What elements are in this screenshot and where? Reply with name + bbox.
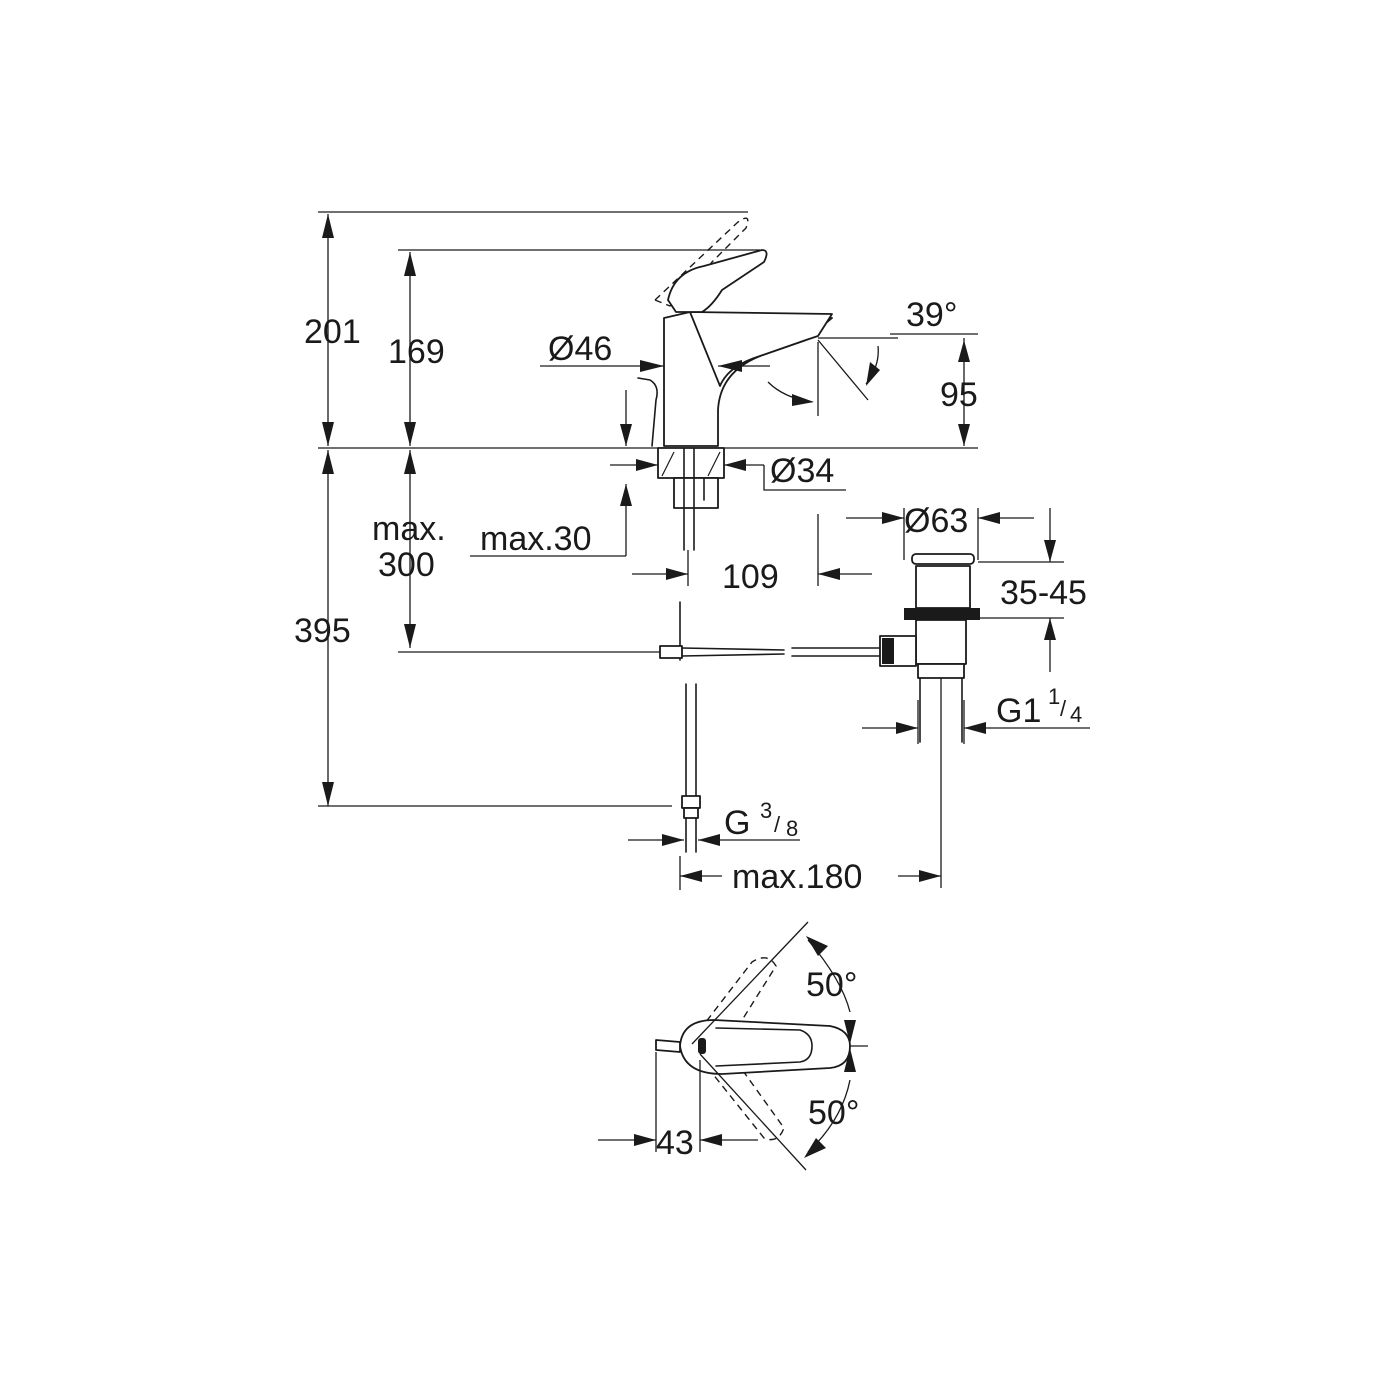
label-max: max. [372, 510, 446, 548]
label-g114-num: 1 [1048, 684, 1060, 709]
top-view [655, 957, 868, 1152]
supply-hose [681, 683, 701, 853]
tap-handle [667, 249, 768, 313]
label-50deg-upper: 50° [806, 966, 857, 1004]
top-handle-dashed-upper [690, 957, 777, 1053]
mounting-assembly [657, 447, 725, 551]
label-395: 395 [294, 612, 351, 650]
dim-hose-thread: G 3 / 8 [628, 798, 800, 846]
dim-total-height: 201 [304, 214, 361, 446]
dim-waste-diameter: Ø63 [846, 502, 1034, 560]
top-tap-indicator [698, 1038, 706, 1054]
dim-rotation-lower: 50° [699, 1048, 859, 1171]
dim-waste-range: 35-45 [978, 508, 1087, 672]
dim-waste-thread: G1 1 / 4 [862, 684, 1090, 744]
dim-max-depth: max. 300 [372, 450, 446, 648]
label-d63: Ø63 [904, 502, 968, 540]
dim-hole-diameter: Ø34 [610, 452, 846, 491]
label-35-45: 35-45 [1000, 574, 1087, 612]
popup-linkage [398, 601, 881, 661]
label-g38-slash: / [774, 812, 781, 837]
label-50deg-lower: 50° [808, 1094, 859, 1132]
label-109: 109 [722, 558, 779, 596]
dim-spout-angle: 39° [817, 296, 978, 401]
label-max180: max.180 [732, 858, 862, 896]
label-g38-base: G [724, 804, 750, 842]
dim-lever-offset: 43 [598, 1124, 758, 1162]
label-39deg: 39° [906, 296, 957, 334]
label-g114-den: 4 [1070, 702, 1082, 727]
spout-swing-arrow [792, 394, 814, 406]
dim-body-diameter: Ø46 [540, 330, 770, 372]
label-300: 300 [378, 546, 435, 584]
label-g114-base: G1 [996, 692, 1041, 730]
dim-spout-top-height: 169 [388, 252, 445, 446]
label-max30: max.30 [480, 520, 592, 558]
label-g38-num: 3 [760, 798, 772, 823]
label-g114-slash: / [1060, 696, 1067, 721]
dim-waste-offset: max.180 [679, 856, 941, 896]
label-95: 95 [940, 376, 978, 414]
label-43: 43 [656, 1124, 694, 1162]
label-d34: Ø34 [770, 452, 834, 490]
dim-spout-height: 95 [817, 338, 978, 446]
dim-max-thickness: max.30 [470, 390, 632, 558]
popup-rod [637, 377, 658, 447]
label-169: 169 [388, 333, 445, 371]
top-popup-lever [655, 1039, 681, 1053]
waste-drain [879, 553, 980, 888]
dim-spout-reach: 109 [632, 514, 872, 596]
dim-below-deck: 395 [294, 450, 672, 807]
label-g38-den: 8 [786, 816, 798, 841]
dim-rotation-upper: 50° [691, 921, 857, 1045]
label-d46: Ø46 [548, 330, 612, 368]
label-201: 201 [304, 313, 361, 351]
